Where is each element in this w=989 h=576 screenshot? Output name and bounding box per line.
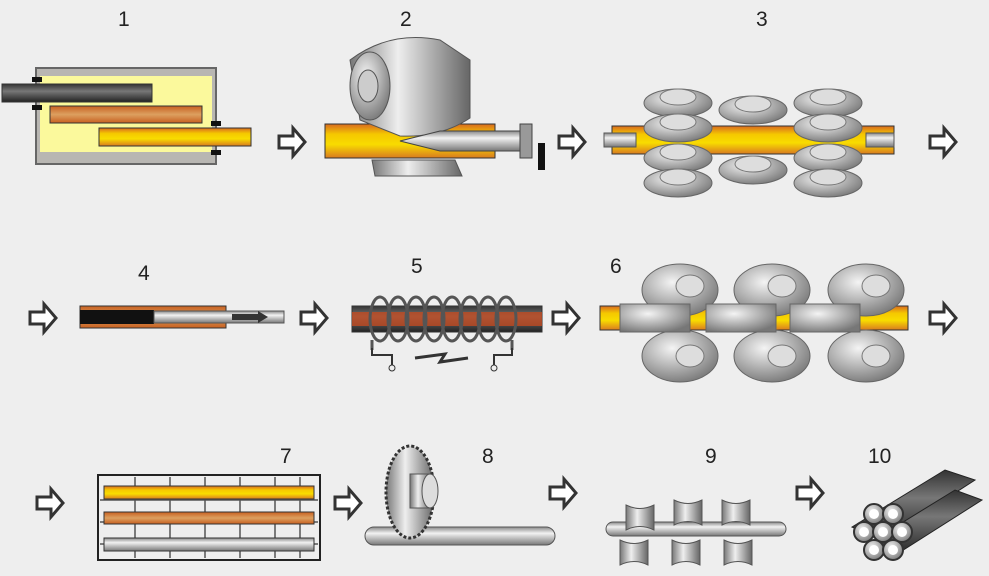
- flow-arrow-icon: [551, 302, 581, 334]
- step-label-7: 7: [280, 445, 292, 468]
- induction-heating-illustration: [351, 295, 543, 372]
- flow-arrow-icon: [299, 302, 329, 334]
- step-label-9: 9: [705, 445, 717, 468]
- flow-arrow-icon: [928, 126, 958, 158]
- flow-arrow-icon: [333, 487, 363, 519]
- step-label-2: 2: [400, 8, 412, 31]
- step-label-3: 3: [756, 8, 768, 31]
- sizing-mill-illustration: [599, 263, 909, 383]
- flow-arrow-icon: [277, 126, 307, 158]
- step-label-5: 5: [411, 255, 423, 278]
- step-label-1: 1: [118, 8, 130, 31]
- step-label-4: 4: [138, 262, 150, 285]
- flow-arrow-icon: [28, 302, 58, 334]
- furnace-illustration: [1, 67, 252, 165]
- piercing-mill-illustration: [324, 37, 545, 177]
- cooling-bed-illustration: [97, 474, 321, 561]
- step-label-8: 8: [482, 445, 494, 468]
- rolling-mill-illustration: [603, 88, 895, 198]
- step-label-6: 6: [610, 255, 622, 278]
- flow-arrow-icon: [35, 487, 65, 519]
- straightening-machine-illustration: [605, 499, 787, 566]
- step-label-10: 10: [868, 445, 891, 468]
- flow-arrow-icon: [557, 126, 587, 158]
- flow-arrow-icon: [548, 477, 578, 509]
- flow-arrow-icon: [795, 477, 825, 509]
- mandrel-extraction-illustration: [79, 305, 285, 329]
- finished-tube-bundle-illustration: [850, 469, 984, 561]
- flow-arrow-icon: [928, 302, 958, 334]
- cutting-saw-illustration: [364, 444, 556, 546]
